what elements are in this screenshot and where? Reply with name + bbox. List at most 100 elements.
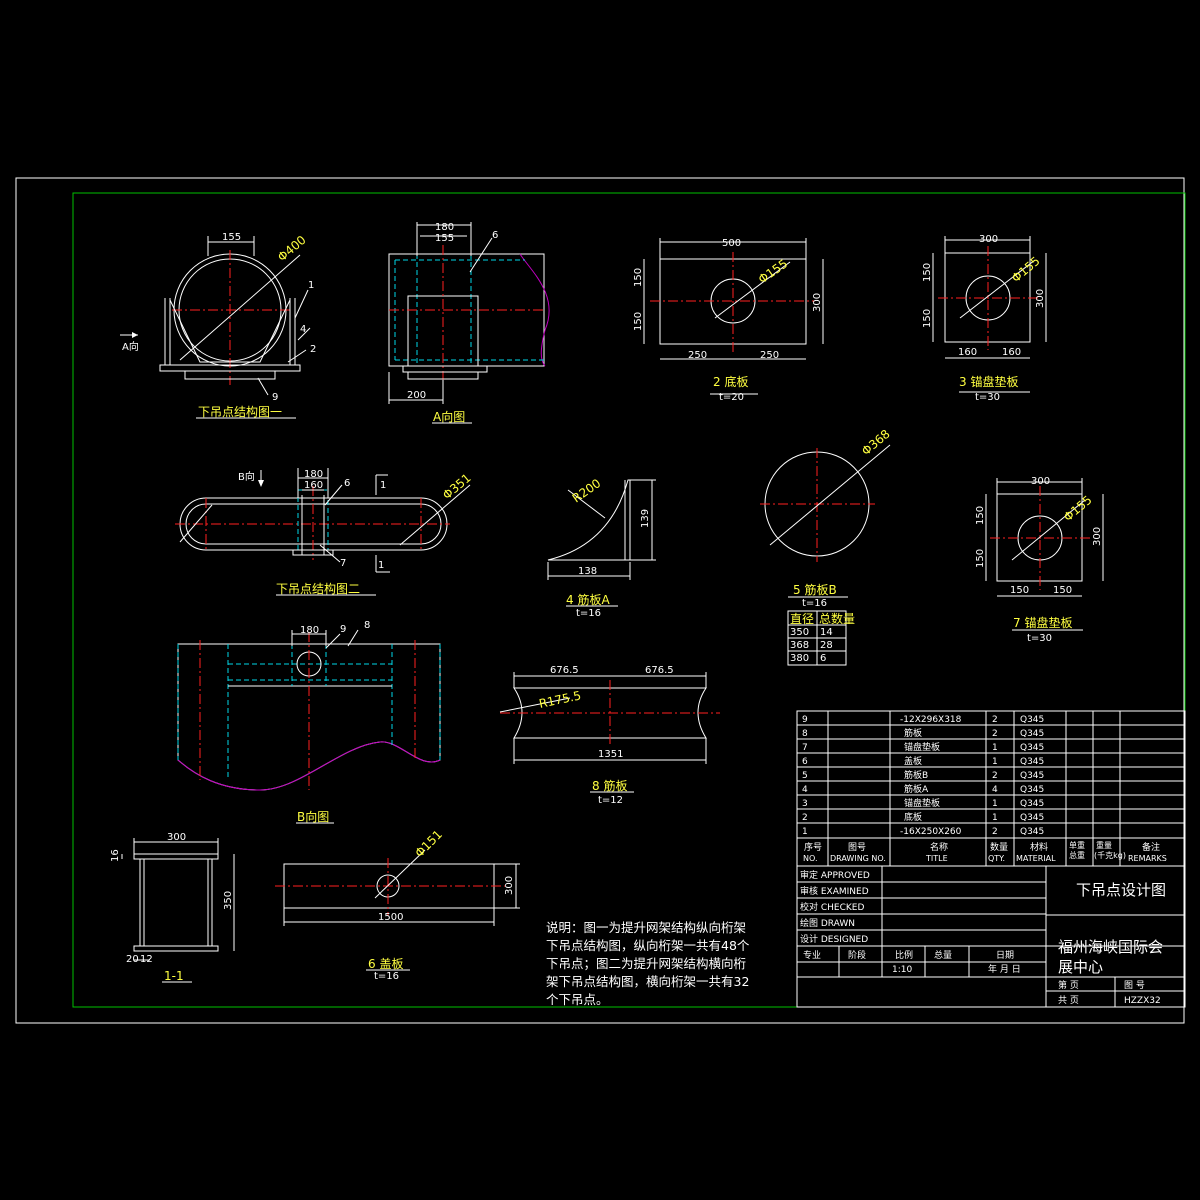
p5-table-d3: 380: [790, 653, 809, 664]
p4-thickness: t=16: [576, 608, 601, 619]
vb-callout-9: 9: [340, 624, 346, 635]
p2-dim-150b: 150: [633, 312, 644, 331]
bom-r9-qty: 2: [992, 827, 998, 837]
p7-title: 7 锚盘垫板: [1013, 615, 1072, 630]
p6-dim-300: 300: [504, 876, 515, 895]
v1-arrow-a: A向: [122, 340, 139, 353]
note-line-1: 说明：图一为提升网架结构纵向桁架: [546, 920, 746, 935]
p5-table-d1: 350: [790, 627, 809, 638]
section-1-1: 300 16 350 20 12 1-1: [110, 832, 235, 983]
bom-r2-no: 8: [802, 729, 808, 739]
p3-dim-160b: 160: [1002, 347, 1021, 358]
v2-dim-180: 180: [304, 469, 323, 480]
tb-dwgno-label: 图 号: [1124, 980, 1145, 991]
v2-title: 下吊点结构图二: [276, 581, 360, 596]
outer-frame: [15, 177, 1185, 1024]
note-line-5: 个下吊点。: [546, 992, 609, 1007]
v1-callout-1: 1: [308, 280, 314, 291]
bom-r6-no: 4: [802, 785, 808, 795]
p7-dim-150c: 150: [1010, 585, 1029, 596]
bom-r8-qty: 1: [992, 813, 998, 823]
p5-table-d2: 368: [790, 640, 809, 651]
v1-dim-155: 155: [222, 232, 241, 243]
p7-dim-150d: 150: [1053, 585, 1072, 596]
p7-dim-150b: 150: [975, 549, 986, 568]
bom-r4-no: 6: [802, 757, 808, 767]
bom-r1-title: -12X296X318: [900, 715, 962, 725]
bom-r6-title: 筋板A: [904, 783, 929, 795]
p3-title: 3 锚盘垫板: [959, 374, 1018, 389]
s11-dim-16: 16: [110, 849, 121, 862]
bom-h-qty-en: QTY.: [988, 854, 1005, 863]
tb-scale: 1:10: [892, 965, 912, 975]
tb-examined: 审核 EXAMINED: [800, 885, 869, 897]
va-title: A向图: [433, 409, 465, 424]
v1-callout-9: 9: [272, 392, 278, 403]
p4-dim-138: 138: [578, 566, 597, 577]
bom-h-kg: (千克kg): [1094, 850, 1126, 860]
bom-r8-title: 底板: [904, 811, 922, 823]
bom-r5-qty: 2: [992, 771, 998, 781]
p4-dim-139: 139: [640, 509, 651, 528]
p3-dim-160a: 160: [958, 347, 977, 358]
v1-callout-4: 4: [300, 324, 306, 335]
bom-h-no-en: NO.: [803, 854, 818, 863]
p5-title: 5 筋板B: [793, 582, 837, 597]
tb-total-label: 总量: [934, 949, 952, 961]
bom-r1-qty: 2: [992, 715, 998, 725]
bom-h-title-cn: 名称: [930, 841, 948, 853]
p5-table-n3: 6: [820, 653, 826, 664]
v2-section-a: 1: [380, 480, 386, 491]
va-dim-155: 155: [435, 233, 454, 244]
tb-discipline: 专业: [803, 949, 821, 961]
inner-frame: [72, 192, 1186, 1008]
p7-thickness: t=30: [1027, 633, 1052, 644]
bom-h-mat-cn: 材料: [1030, 841, 1048, 853]
s11-dim-350: 350: [223, 891, 234, 910]
v1-title: 下吊点结构图一: [198, 404, 282, 419]
bom-h-unit-weight: 单重: [1069, 840, 1085, 850]
bom-r6-mat: Q345: [1020, 785, 1044, 795]
tb-date: 年 月 日: [988, 963, 1021, 975]
bom-r9-no: 1: [802, 827, 808, 837]
bom-r2-title: 筋板: [904, 727, 922, 739]
p2-thickness: t=20: [719, 392, 744, 403]
vb-dim-180: 180: [300, 625, 319, 636]
bom-h-no-cn: 序号: [804, 841, 822, 853]
p5-table-h1: 直径: [790, 612, 814, 626]
view-b: 180 9 8 B向图: [177, 620, 441, 824]
p2-dim-250b: 250: [760, 350, 779, 361]
bom-r3-mat: Q345: [1020, 743, 1044, 753]
bom-h-title-en: TITLE: [925, 854, 948, 863]
bom-r3-qty: 1: [992, 743, 998, 753]
design-note: 说明：图一为提升网架结构纵向桁架 下吊点结构图，纵向桁架一共有48个 下吊点；图…: [546, 920, 750, 1007]
tb-page-label: 第 页: [1058, 979, 1079, 991]
p3-dim-300v: 300: [1035, 289, 1046, 308]
tb-approved: 审定 APPROVED: [800, 869, 870, 881]
tb-drawing-title: 下吊点设计图: [1076, 881, 1166, 899]
v2-dim-160: 160: [304, 480, 323, 491]
p2-dim-500: 500: [722, 238, 741, 249]
bom-r7-title: 锚盘垫板: [904, 797, 940, 809]
v2-callout-7: 7: [340, 558, 346, 569]
s11-dim-300: 300: [167, 832, 186, 843]
p7-dim-300v: 300: [1092, 527, 1103, 546]
p5-table-n1: 14: [820, 627, 833, 638]
bom-r1-no: 9: [802, 715, 808, 725]
tb-stage: 阶段: [848, 949, 866, 961]
p2-dim-250a: 250: [688, 350, 707, 361]
bom-table: 9 -12X296X318 2 Q345 8 筋板 2 Q345 7 锚盘垫板 …: [796, 710, 1186, 867]
bom-r7-qty: 1: [992, 799, 998, 809]
bom-h-weight: 重量: [1096, 840, 1112, 850]
p5-thickness: t=16: [802, 598, 827, 609]
p6-title: 6 盖板: [368, 957, 403, 971]
bom-r3-no: 7: [802, 743, 808, 753]
bom-r4-title: 盖板: [904, 755, 922, 767]
bom-r2-mat: Q345: [1020, 729, 1044, 739]
bom-r8-no: 2: [802, 813, 808, 823]
bom-r3-title: 锚盘垫板: [904, 741, 940, 753]
bom-r7-mat: Q345: [1020, 799, 1044, 809]
vb-title: B向图: [297, 809, 329, 824]
tb-drawn: 绘图 DRAWN: [800, 917, 855, 929]
tb-project-line1: 福州海峡国际会: [1058, 938, 1163, 956]
